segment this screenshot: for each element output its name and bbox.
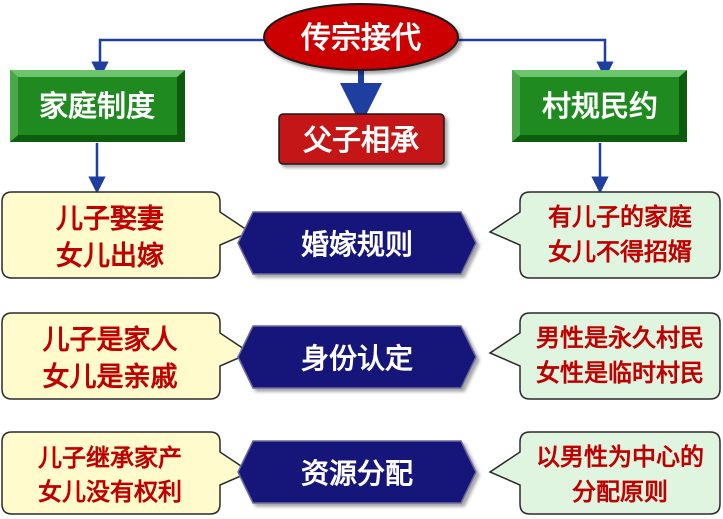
right-callout-line-1: 以男性为中心的 (536, 443, 704, 471)
left-callout-line-2: 女儿是亲戚 (43, 361, 178, 393)
right-system-box: 村规民约 (512, 70, 687, 142)
row-center-box: 婚嫁规则 (237, 211, 477, 275)
left-callout-line-1: 儿子继承家产 (38, 444, 182, 472)
left-callout-line-1: 儿子娶妻 (56, 204, 164, 235)
row-center-box: 资源分配 (237, 440, 477, 504)
left-system-label: 家庭制度 (39, 89, 155, 123)
right-callout-line-2: 女儿不得招婿 (548, 238, 692, 266)
row-center-label: 身份认定 (301, 342, 413, 375)
left-callout-line-2: 女儿出嫁 (56, 240, 164, 272)
left-callout-line-1: 儿子是家人 (43, 324, 178, 356)
right-callout-line-2: 分配原则 (572, 478, 668, 506)
row-center-label: 资源分配 (301, 457, 413, 490)
right-system-label: 村规民约 (542, 89, 658, 123)
right-callout-line-1: 有儿子的家庭 (548, 203, 692, 231)
connector-top-to-right (447, 38, 614, 79)
right-callout-line-2: 女性是临时村民 (536, 359, 704, 387)
top-node: 传宗接代 (263, 3, 459, 71)
row-2: 儿子是家人 女儿是亲戚 身份认定 男性是永久村民 女性是临时村民 (1, 312, 721, 400)
left-system-box: 家庭制度 (10, 70, 185, 142)
left-callout-line-2: 女儿没有权利 (38, 478, 182, 506)
row-3: 儿子继承家产 女儿没有权利 资源分配 以男性为中心的 分配原则 (1, 431, 721, 515)
connector-top-to-left (91, 38, 275, 79)
right-callout-line-1: 男性是永久村民 (536, 324, 704, 352)
left-callout: 儿子是家人 女儿是亲戚 (1, 312, 252, 400)
row-center-label: 婚嫁规则 (301, 228, 413, 261)
top-node-label: 传宗接代 (300, 21, 421, 56)
left-callout: 儿子继承家产 女儿没有权利 (1, 431, 252, 515)
center-rule-box: 父子相承 (278, 113, 445, 165)
right-callout: 男性是永久村民 女性是临时村民 (488, 312, 721, 400)
right-callout: 以男性为中心的 分配原则 (488, 431, 721, 515)
right-callout: 有儿子的家庭 女儿不得招婿 (488, 191, 721, 279)
center-rule-label: 父子相承 (303, 123, 419, 157)
connectors (88, 38, 614, 194)
left-callout: 儿子娶妻 女儿出嫁 (1, 191, 252, 279)
row-center-box: 身份认定 (237, 325, 477, 389)
row-1: 儿子娶妻 女儿出嫁 婚嫁规则 有儿子的家庭 女儿不得招婿 (1, 191, 721, 279)
